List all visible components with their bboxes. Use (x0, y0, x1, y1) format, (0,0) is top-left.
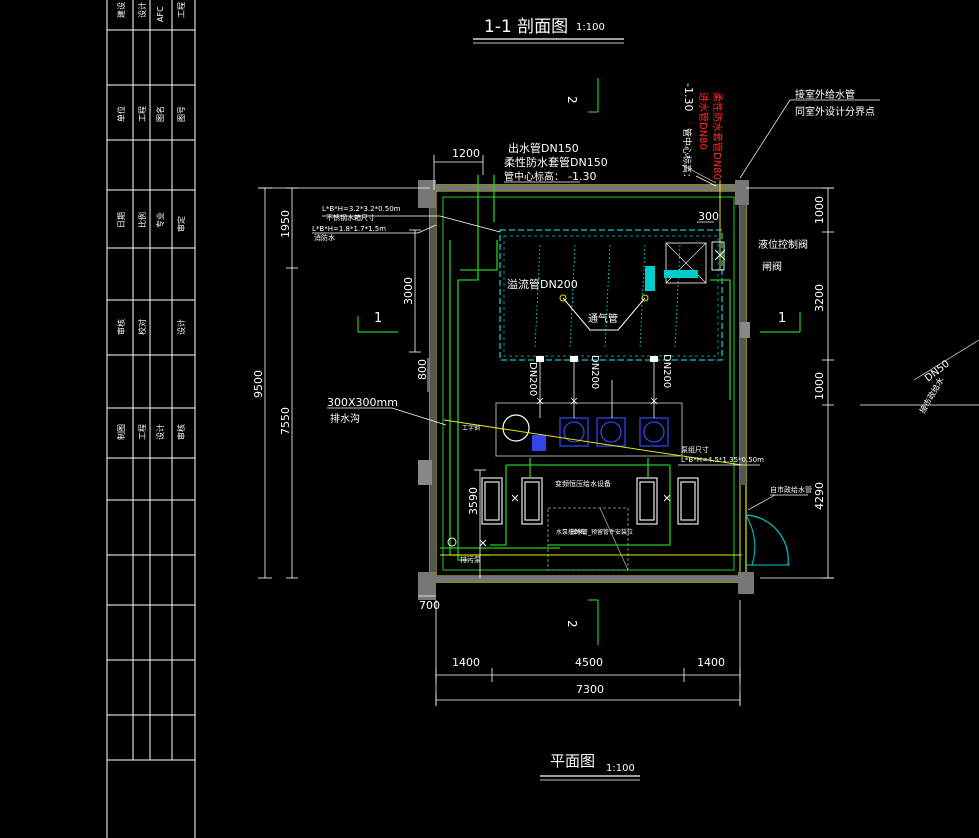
section-mark-top-label: 2 (565, 96, 579, 104)
label-drain-ditch-name: 排水沟 (330, 412, 360, 425)
dim-inner-3590: 3590 (467, 487, 480, 515)
label-city-inlet: 自市政给水管 (770, 485, 812, 494)
label-red-pipe2: 柔性防水套管DN80 (711, 92, 724, 180)
building-walls (418, 180, 754, 600)
dimension-texts: 9500 1950 7550 3000 800 3590 1200 300 70… (252, 147, 826, 696)
label-dn200a: DN200 (527, 362, 538, 396)
tb-cell-14: 设计 (176, 319, 186, 335)
section-marker-left: 1 (357, 311, 398, 333)
label-pump-note: 泵组尺寸 (681, 445, 709, 454)
label-dn200b: DN200 (589, 355, 600, 389)
green-piping (440, 175, 731, 561)
tb-cell-16: 工程 (138, 424, 147, 440)
section-mark-bottom-label: 2 (565, 620, 579, 628)
tb-cell-15: 制图 (116, 424, 126, 440)
dim-right-4290: 4290 (813, 482, 826, 510)
pressure-vessels (481, 477, 699, 525)
label-flexible-pipe: 柔性防水套管DN150 (504, 155, 608, 169)
water-tank (499, 229, 723, 361)
control-area (547, 507, 629, 571)
dim-right-1000a: 1000 (813, 196, 826, 224)
tb-cell-17: 设计 (155, 424, 165, 440)
tb-cell-0: 建设 (116, 2, 126, 18)
tb-cell-7: 图号 (177, 106, 186, 122)
label-outdoor-supply: 接室外给水管 (795, 88, 855, 101)
annotations: 出水管DN150 柔性防水套管DN150 管中心标高： -1.30 溢流管DN2… (312, 83, 952, 564)
valves (447, 241, 726, 547)
label-liquid-valve: 液位控制阀 (758, 238, 808, 251)
tb-cell-9: 比例 (137, 212, 147, 228)
label-outlet-pipe: 出水管DN150 (508, 141, 579, 155)
dim-left-7550: 7550 (279, 407, 292, 435)
dim-inner-800: 800 (416, 359, 429, 380)
section-marker-bottom: 2 (565, 599, 599, 645)
section-marker-right: 1 (760, 311, 801, 333)
dim-bottom-1400a: 1400 (452, 656, 480, 669)
tb-cell-1: 设计 (137, 2, 147, 18)
label-outdoor-boundary: 同室外设计分界点 (795, 105, 875, 118)
section-scale: 1:100 (576, 22, 605, 33)
tb-cell-6: 图名 (155, 106, 165, 122)
dim-right-1000b: 1000 (813, 372, 826, 400)
label-drain-pump: 排污泵 (460, 555, 481, 564)
label-bottom-note: 出水管_预留管件安装位 (570, 528, 633, 536)
label-tank-note1: 不锈钢水箱尺寸 (326, 213, 375, 222)
tb-cell-18: 审核 (176, 424, 186, 440)
label-control-cabinet: 水泵控制柜 (556, 528, 586, 536)
tb-cell-13: 校对 (137, 319, 147, 335)
label-tank-note2: 消防水 (314, 233, 335, 242)
tb-cell-10: 专业 (155, 212, 165, 228)
tb-cell-5: 工程 (138, 106, 147, 122)
label-drain-ditch: 300X300mm (327, 396, 398, 409)
label-tank-dim2: L*B*H=1.8*1.7*1.5m (312, 225, 386, 233)
label-overflow-pipe: 溢流管DN200 (507, 277, 578, 291)
title-block-text: 建设 设计 AFC 工程 单位 工程 图名 图号 日期 比例 专业 审定 审核 … (116, 2, 186, 440)
leader-lines (312, 99, 979, 511)
tb-cell-8: 日期 (117, 212, 126, 228)
dim-top-300: 300 (698, 210, 719, 223)
section-mark-right-label: 1 (778, 311, 786, 326)
tb-cell-3: 工程 (177, 2, 186, 18)
dim-bottom-total: 7300 (576, 683, 604, 696)
title-block (106, 0, 196, 838)
tb-cell-11: 审定 (176, 216, 186, 232)
section-marker-top: 2 (565, 78, 599, 113)
label-pressure-tank: 变频恒压给水设备 (555, 479, 611, 488)
label-pump-dim: L*B*H=4.5*1.35*0.50m (681, 456, 764, 464)
red-annotations: 进水管DN80 柔性防水套管DN80 (697, 92, 724, 180)
label-pump: 工字钢 (462, 424, 480, 432)
label-pipe-center: 管中心标高： (504, 170, 564, 183)
plan-scale: 1:100 (606, 763, 635, 774)
dimension-lines (258, 155, 834, 706)
tb-cell-2: AFC (156, 6, 165, 22)
label-red-pipe1: 进水管DN80 (697, 92, 710, 150)
dim-bottom-4500: 4500 (575, 656, 603, 669)
label-top-pipe-value: -1.30 (682, 83, 695, 111)
label-tank-dim1: L*B*H=3.2*3.2*0.50m (322, 205, 401, 213)
section-title: 1-1 剖面图 (484, 17, 568, 37)
plan-title: 平面图 (550, 752, 595, 770)
dim-inner-3000: 3000 (402, 277, 415, 305)
tb-cell-4: 单位 (116, 106, 126, 122)
dim-top-1200: 1200 (452, 147, 480, 160)
dim-left-1950: 1950 (279, 210, 292, 238)
label-pipe-center-value: -1.30 (568, 170, 596, 183)
label-vent-pipe: 通气管 (588, 312, 618, 325)
label-top-pipe-center: 管中心标高： (681, 128, 693, 182)
label-dn200c: DN200 (661, 354, 672, 388)
label-valve: 闸阀 (762, 260, 782, 273)
door (745, 514, 790, 566)
section-mark-left-label: 1 (374, 311, 382, 326)
pump-skid (495, 356, 683, 457)
tb-cell-12: 审核 (116, 319, 126, 335)
dim-left-total: 9500 (252, 370, 265, 398)
dim-bottom-1400b: 1400 (697, 656, 725, 669)
dim-right-3200: 3200 (813, 284, 826, 312)
dim-bottom-700: 700 (419, 599, 440, 612)
